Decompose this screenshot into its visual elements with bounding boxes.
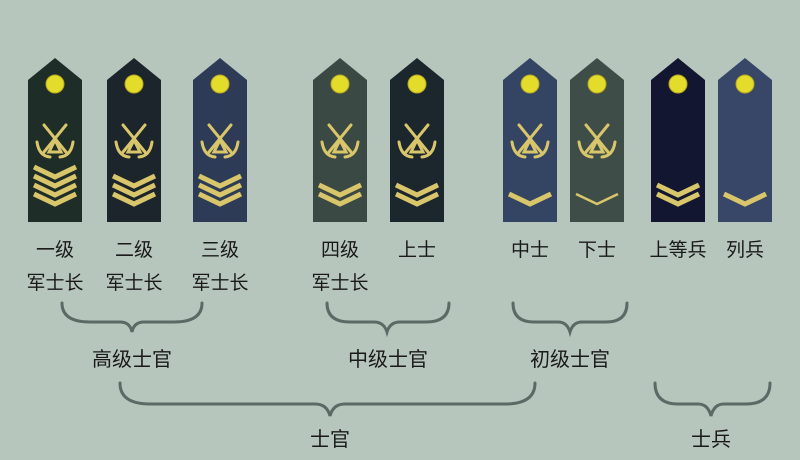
group-label-senior-nco: 高级士官: [92, 347, 172, 371]
rank-label: 军士长: [105, 272, 163, 294]
epaulet-board: [718, 58, 772, 222]
bracket-nco: [118, 381, 537, 417]
bracket-soldier: [653, 381, 772, 417]
chevron-stripe: [655, 191, 701, 207]
button-icon: [668, 74, 688, 94]
chevron-stripe: [394, 191, 440, 207]
button-icon: [735, 74, 755, 94]
group-label-middle-nco: 中级士官: [348, 347, 428, 371]
rank-label: 军士长: [311, 272, 369, 294]
chevron-stripe: [317, 182, 363, 198]
button-icon: [45, 74, 65, 94]
crossed-rifles-emblem-icon: [114, 123, 154, 159]
chevron-stripe: [32, 173, 78, 189]
button-icon: [587, 74, 607, 94]
button-icon: [520, 74, 540, 94]
button-icon: [407, 74, 427, 94]
crossed-rifles-emblem-icon: [397, 123, 437, 159]
chevron-stripe: [197, 191, 243, 207]
bracket-middle: [325, 301, 451, 338]
chevron-stripe: [317, 191, 363, 207]
epaulet: [193, 58, 247, 222]
epaulet: [651, 58, 705, 222]
chevron-stripe: [507, 191, 553, 207]
button-icon: [330, 74, 350, 94]
chevron-stripe: [197, 182, 243, 198]
epaulet-board: [651, 58, 705, 222]
epaulet: [718, 58, 772, 222]
chevron-stripe: [575, 192, 619, 206]
chevron-stripe: [32, 164, 78, 180]
rank-label: 四级: [320, 239, 359, 261]
crossed-rifles-emblem-icon: [510, 123, 550, 159]
chevron-stripe: [197, 173, 243, 189]
button-icon: [210, 74, 230, 94]
epaulet: [390, 58, 444, 222]
chevron-stripe: [111, 191, 157, 207]
epaulet: [107, 58, 161, 222]
chevron-stripe: [655, 182, 701, 198]
crossed-rifles-emblem-icon: [320, 123, 360, 159]
group-label-junior-nco: 初级士官: [530, 347, 610, 371]
epaulet: [313, 58, 367, 222]
rank-label: 列兵: [725, 239, 764, 261]
bracket-senior: [60, 301, 204, 333]
chevron-stripe: [394, 182, 440, 198]
chevron-stripe: [32, 191, 78, 207]
epaulet: [28, 58, 82, 222]
button-icon: [124, 74, 144, 94]
group-label-nco: 士官: [310, 427, 350, 451]
chevron-stripe: [722, 191, 768, 207]
crossed-rifles-emblem-icon: [35, 123, 75, 159]
rank-label: 二级: [114, 239, 153, 261]
epaulet: [503, 58, 557, 222]
rank-label: 三级: [200, 239, 239, 261]
rank-label: 一级: [35, 239, 74, 261]
rank-label: 中士: [510, 239, 549, 261]
rank-label: 上等兵: [649, 239, 707, 261]
chevron-stripe: [111, 173, 157, 189]
crossed-rifles-emblem-icon: [200, 123, 240, 159]
chevron-stripe: [32, 182, 78, 198]
rank-label: 下士: [577, 239, 616, 261]
group-label-soldier: 士兵: [691, 427, 731, 451]
rank-label: 军士长: [191, 272, 249, 294]
bracket-junior: [511, 301, 629, 338]
crossed-rifles-emblem-icon: [577, 123, 617, 159]
rank-label: 军士长: [26, 272, 84, 294]
chevron-stripe: [111, 182, 157, 198]
rank-label: 上士: [397, 239, 436, 261]
epaulet: [570, 58, 624, 222]
